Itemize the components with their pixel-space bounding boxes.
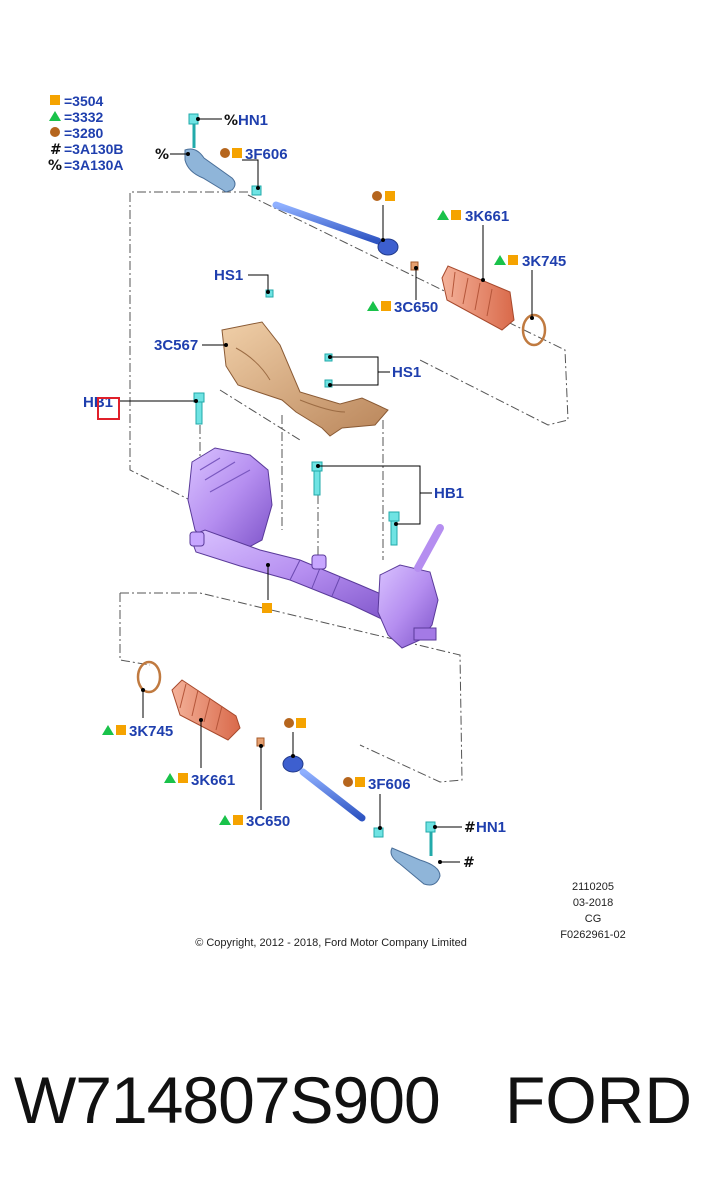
- top-tie-rod-assembly: [184, 113, 547, 347]
- callout-3c650-bottom: 3C650: [246, 813, 290, 830]
- k745-bottom-square-icon: [116, 725, 126, 735]
- c650-bottom-square-icon: [233, 815, 243, 825]
- legend-triangle-icon: [49, 111, 61, 121]
- legend-entry-3a130a: =3A130A: [64, 157, 124, 173]
- bottom-tie-rod-assembly: [136, 660, 441, 886]
- callout-hash-bottom: #: [463, 855, 475, 871]
- legend-entry-3a130b: =3A130B: [64, 141, 124, 157]
- legend-square-icon: [50, 95, 60, 105]
- housing-mount-mid: [311, 554, 327, 570]
- heat-shield-screw-upper: [265, 289, 274, 298]
- part-number: W714807S900: [14, 1063, 441, 1137]
- c650-top-triangle-icon: [367, 301, 379, 311]
- callout-hn1-top-prefix: %: [224, 113, 238, 129]
- bottom-callouts: 3K745 3K661 3C650 3F606 # HN1 #: [102, 688, 506, 871]
- legend-entry-3332: =3332: [64, 109, 104, 125]
- drawing-metadata: 2110205 03-2018 CG F0262961-02 © Copyrig…: [195, 881, 626, 949]
- k661-bottom-triangle-icon: [164, 773, 176, 783]
- meta-date: 03-2018: [573, 897, 613, 909]
- k661-top-triangle-icon: [437, 210, 449, 220]
- legend-circle-icon: [50, 127, 60, 137]
- mounting-bolt-right-head: [388, 511, 400, 522]
- callout-3k745-top: 3K745: [522, 253, 566, 270]
- tie-rod-end-bottom: [390, 847, 441, 886]
- assembly-outlines: [119, 191, 569, 783]
- mounting-bolt-right-shank: [390, 520, 398, 546]
- brand-name: FORD: [505, 1063, 692, 1137]
- f606-top-square-icon: [232, 148, 242, 158]
- clamp-small-top: [410, 261, 419, 271]
- mounting-bolt-left-shank: [195, 401, 203, 425]
- legend-entry-3280: =3280: [64, 125, 104, 141]
- callout-3f606-bottom: 3F606: [368, 776, 411, 793]
- legend-entry-3504: =3504: [64, 93, 104, 109]
- hb1-highlight-box: [97, 397, 120, 420]
- callout-3c650-top: 3C650: [394, 299, 438, 316]
- callout-hs1-right: HS1: [392, 364, 421, 381]
- boot-clamp-ring-bottom: [136, 660, 162, 694]
- callout-hn1-bottom: HN1: [476, 819, 506, 836]
- callout-hs1-upper: HS1: [214, 267, 243, 284]
- heat-shield-callouts: HS1 3C567 HS1: [154, 267, 421, 387]
- housing-mount-left: [189, 531, 205, 547]
- steering-rack-exploded-diagram: =3504 =3332 =3280 # =3A130B % =3A130A: [48, 93, 626, 949]
- ball-joint-top-square-icon: [385, 191, 395, 201]
- mounting-bolt-center-shank: [313, 470, 321, 496]
- meta-code: 2110205: [572, 881, 614, 893]
- jam-nut-top: [251, 185, 262, 196]
- copyright-notice: © Copyright, 2012 - 2018, Ford Motor Com…: [195, 937, 467, 949]
- callout-hn1-top: HN1: [238, 112, 268, 129]
- c650-bottom-triangle-icon: [219, 815, 231, 825]
- legend: =3504 =3332 =3280 # =3A130B % =3A130A: [48, 93, 124, 174]
- k745-top-triangle-icon: [494, 255, 506, 265]
- heat-shield: [221, 321, 389, 437]
- inner-ball-joint-bottom: [282, 755, 304, 773]
- housing-callouts: HB1 HB1: [83, 394, 464, 613]
- rack-housing-motor: [187, 447, 273, 553]
- c650-top-square-icon: [381, 301, 391, 311]
- ball-joint-bottom-circle-icon: [284, 718, 294, 728]
- rack-tube: [189, 529, 401, 623]
- meta-initials: CG: [585, 913, 602, 925]
- callout-3k745-bottom: 3K745: [129, 723, 173, 740]
- callout-3c567: 3C567: [154, 337, 198, 354]
- inner-tie-rod-top: [272, 201, 382, 245]
- f606-bottom-circle-icon: [343, 777, 353, 787]
- top-callouts: % HN1 % 3F606 3K661 3K745 3C650: [155, 112, 566, 320]
- k745-bottom-triangle-icon: [102, 725, 114, 735]
- jam-nut-bottom: [373, 827, 384, 838]
- k661-bottom-square-icon: [178, 773, 188, 783]
- callout-3k661-bottom: 3K661: [191, 772, 235, 789]
- heat-shield-screw-right-b: [324, 379, 333, 388]
- boot-clamp-ring-top: [521, 313, 547, 347]
- callout-3k661-top: 3K661: [465, 208, 509, 225]
- f606-top-circle-icon: [220, 148, 230, 158]
- part-footer: W714807S900 FORD: [0, 1062, 708, 1152]
- inner-ball-joint-top: [377, 238, 399, 256]
- steering-boot-bottom: [171, 679, 241, 741]
- legend-percent-symbol: %: [48, 158, 62, 174]
- ball-joint-top-circle-icon: [372, 191, 382, 201]
- k661-top-square-icon: [451, 210, 461, 220]
- f606-bottom-square-icon: [355, 777, 365, 787]
- meta-figure-id: F0262961-02: [560, 929, 625, 941]
- steering-boot-top: [441, 265, 515, 331]
- tie-rod-end-top: [184, 148, 236, 193]
- callout-hn1-bottom-prefix: #: [464, 820, 476, 836]
- heat-shield-assembly: [221, 289, 389, 437]
- legend-hash-symbol: #: [50, 142, 62, 158]
- pinion-shaft: [414, 524, 444, 572]
- k745-top-square-icon: [508, 255, 518, 265]
- housing-square-icon: [262, 603, 272, 613]
- steering-gear-housing: [187, 447, 444, 649]
- callout-hb1-right: HB1: [434, 485, 464, 502]
- inner-tie-rod-bottom: [299, 768, 366, 822]
- callout-3f606-top: 3F606: [245, 146, 288, 163]
- ball-joint-bottom-square-icon: [296, 718, 306, 728]
- callout-percent-top: %: [155, 147, 169, 163]
- housing-end-cap-right: [413, 627, 437, 641]
